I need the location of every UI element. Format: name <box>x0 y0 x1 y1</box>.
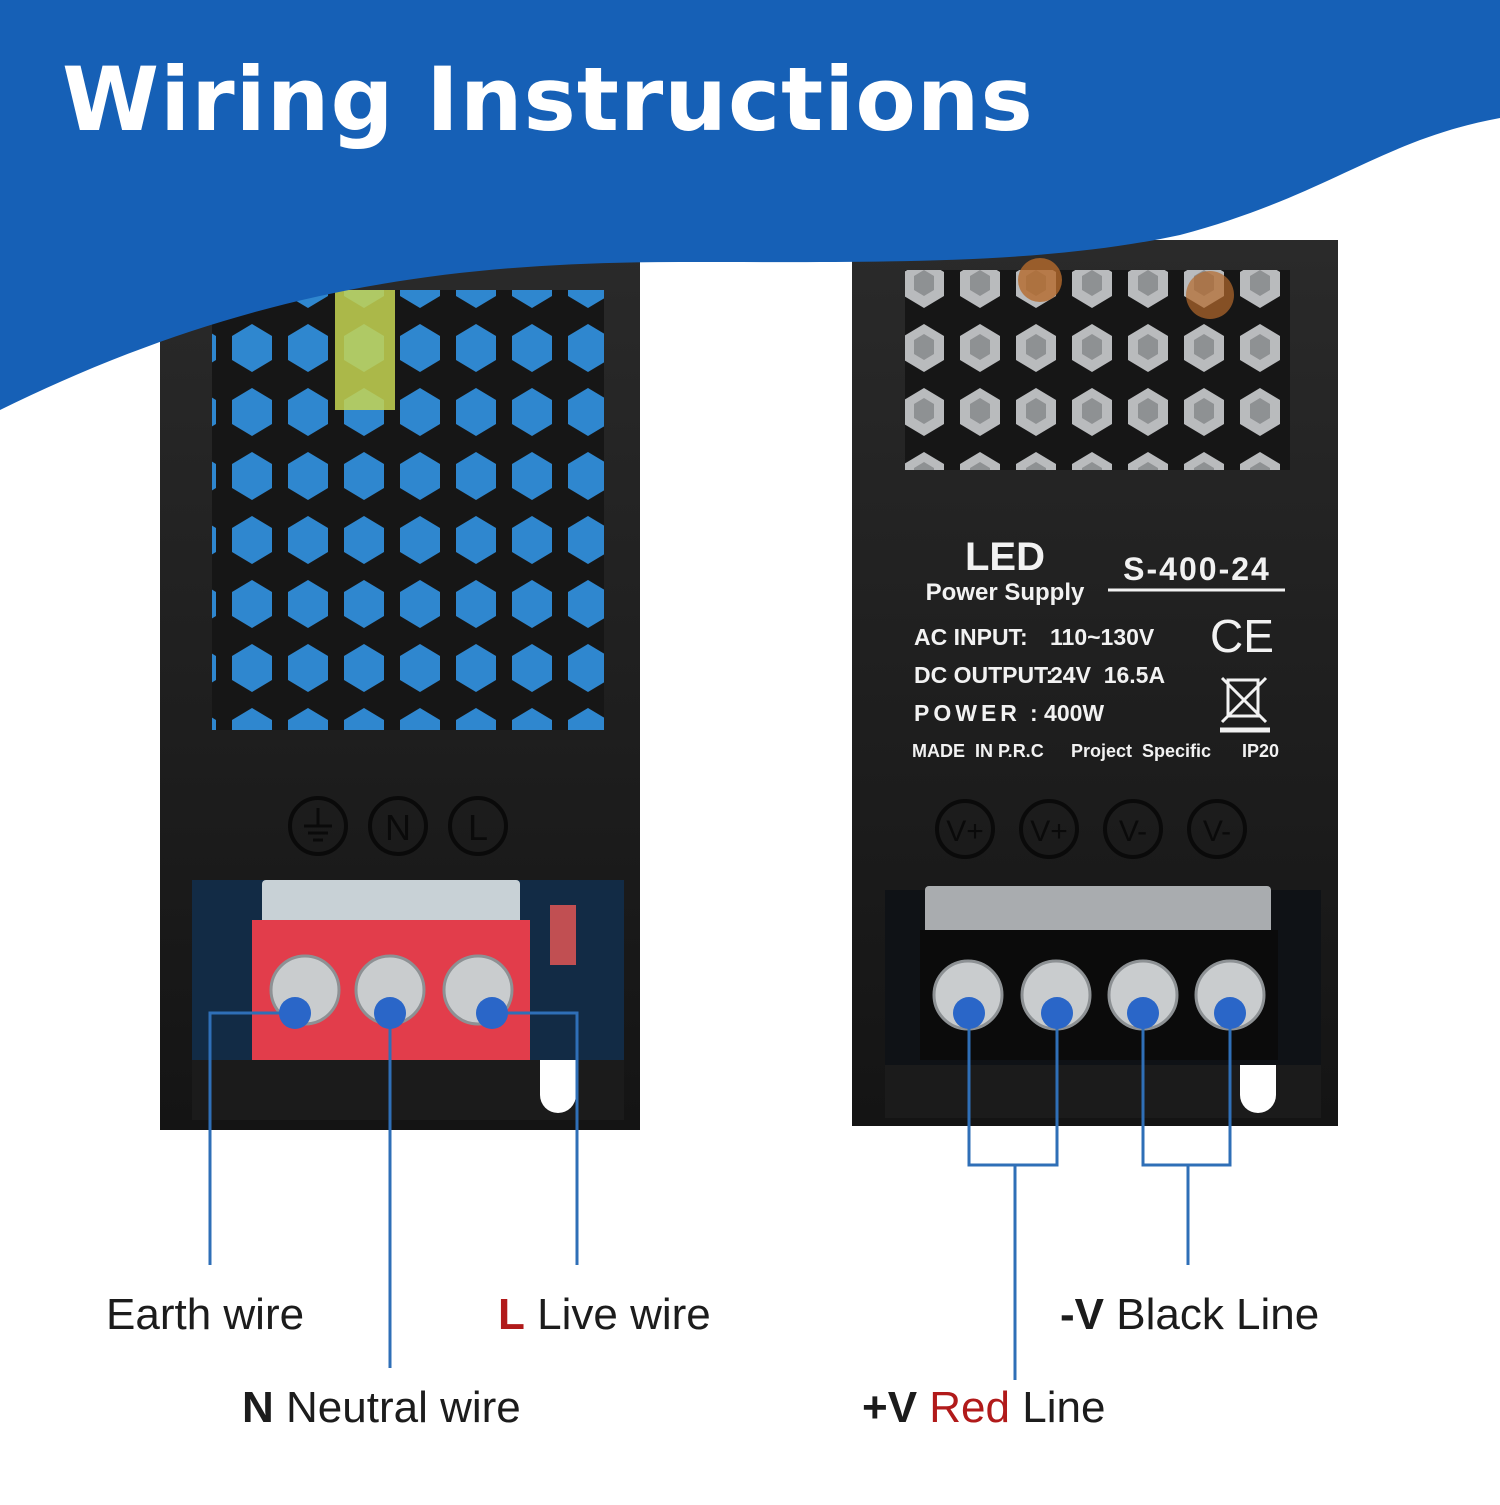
red-line-text: Line <box>1022 1383 1106 1432</box>
red-line-prefix: +V <box>862 1383 918 1432</box>
ac-input-label: AC INPUT: <box>914 624 1028 650</box>
symbol-live: L <box>468 807 488 848</box>
neutral-wire-label: N Neutral wire <box>242 1383 521 1433</box>
symbol-neutral: N <box>385 807 411 848</box>
live-wire-label: L Live wire <box>498 1290 711 1340</box>
weee-bin-icon <box>1220 676 1270 733</box>
black-line-prefix: -V <box>1060 1290 1104 1339</box>
ac-power-supply: N L <box>160 240 640 1130</box>
red-line-label: +V Red Line <box>862 1383 1105 1433</box>
product-label: LED Power Supply S-400-24 AC INPUT: 110~… <box>912 535 1285 761</box>
neutral-wire-prefix: N <box>242 1383 274 1432</box>
symbol-v-plus-2: V+ <box>1030 815 1068 848</box>
ip-rating-text: IP20 <box>1242 741 1279 761</box>
dc-callouts <box>967 1013 1232 1380</box>
symbol-v-minus-2: V- <box>1203 815 1231 848</box>
power-value: : 400W <box>1030 700 1104 726</box>
earth-wire-text: Earth wire <box>106 1290 305 1339</box>
symbol-v-plus-1: V+ <box>946 815 984 848</box>
live-wire-text: Live wire <box>537 1290 711 1339</box>
product-subtitle: Power Supply <box>926 579 1085 606</box>
made-in-text: MADE IN P.R.C <box>912 741 1044 761</box>
vent-grille <box>212 290 604 730</box>
neutral-wire-text: Neutral wire <box>286 1383 521 1432</box>
black-line-text: Black Line <box>1116 1290 1320 1339</box>
power-label: POWER <box>914 700 1021 726</box>
page-title: Wiring Instructions <box>62 48 1034 151</box>
dc-screws <box>932 959 1266 1031</box>
project-specific-text: Project Specific <box>1071 741 1211 761</box>
dc-output-label: DC OUTPUT: <box>914 662 1053 688</box>
ce-mark: CE <box>1210 610 1274 662</box>
red-line-color-word: Red <box>929 1383 1010 1432</box>
black-line-label: -V Black Line <box>1060 1290 1319 1340</box>
symbol-v-minus-1: V- <box>1119 815 1147 848</box>
dc-terminal-dots <box>953 997 1246 1029</box>
dc-output-value: 24V 16.5A <box>1050 662 1165 688</box>
ac-callouts <box>208 1011 579 1368</box>
header-banner <box>0 0 1500 410</box>
product-title: LED <box>965 535 1045 579</box>
ac-terminal-dots <box>279 997 508 1029</box>
ac-terminal-cover <box>262 880 520 930</box>
dc-power-supply: LED Power Supply S-400-24 AC INPUT: 110~… <box>852 240 1338 1126</box>
earth-wire-label: Earth wire <box>106 1290 304 1340</box>
earth-ground-icon <box>304 808 332 842</box>
model-number: S-400-24 <box>1123 551 1271 587</box>
dc-terminal-symbols: V+ V+ V- V- <box>935 799 1247 859</box>
dc-terminal-cover <box>925 886 1271 934</box>
ac-terminal-symbols: N L <box>288 796 508 856</box>
live-wire-prefix: L <box>498 1290 525 1339</box>
ac-input-value: 110~130V <box>1050 624 1155 650</box>
